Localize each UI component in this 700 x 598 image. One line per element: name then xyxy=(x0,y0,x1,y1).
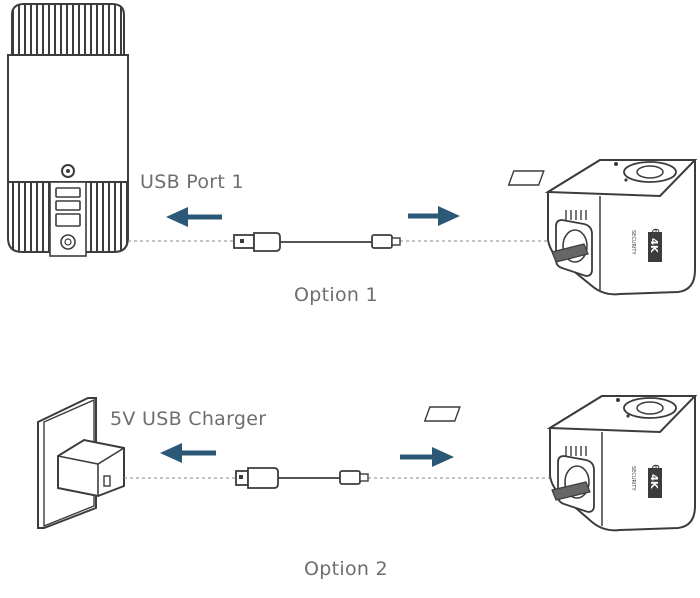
camera-icon xyxy=(423,395,698,532)
homebase-icon xyxy=(7,3,129,257)
usb-charger-icon xyxy=(37,397,125,529)
usb-cable-icon xyxy=(235,467,369,489)
camera-badge: 4K xyxy=(648,474,659,490)
arrow-left-icon xyxy=(166,207,222,227)
camera-brand: eufy xyxy=(648,228,663,257)
arrow-right-icon xyxy=(400,447,454,467)
camera-brand: eufy xyxy=(648,464,663,493)
source-label-charger: 5V USB Charger xyxy=(110,408,267,430)
camera-sub-brand: SECURITY xyxy=(630,230,636,255)
camera-icon xyxy=(507,159,698,296)
arrow-left-icon xyxy=(160,443,216,463)
camera-badge: 4K xyxy=(648,238,659,254)
usb-cable-icon xyxy=(233,232,401,252)
source-label-usb-port: USB Port 1 xyxy=(140,171,244,193)
option-1-caption: Option 1 xyxy=(294,284,378,306)
camera-sub-brand: SECURITY xyxy=(630,466,636,491)
arrow-right-icon xyxy=(408,206,460,226)
option-2-caption: Option 2 xyxy=(304,558,388,580)
